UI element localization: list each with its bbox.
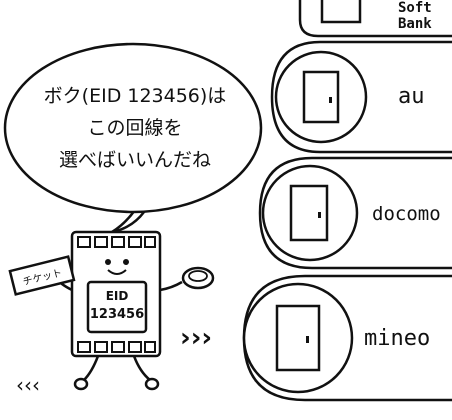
right-leg bbox=[132, 355, 151, 381]
left-eye bbox=[105, 259, 111, 265]
left-foot bbox=[73, 377, 89, 391]
sim-pins-bottom bbox=[77, 341, 156, 353]
carrier-panel-softbank[interactable]: Soft Bank bbox=[298, 0, 452, 38]
carrier-panel-mineo[interactable]: mineo bbox=[242, 274, 452, 402]
bubble-line-1: ボク(EID 123456)は bbox=[44, 85, 227, 107]
eid-label-box bbox=[86, 280, 148, 334]
eid-number: 123456 bbox=[90, 307, 144, 322]
bubble-line-2: この回線を bbox=[87, 117, 182, 139]
right-eye bbox=[123, 259, 129, 265]
speech-bubble: ボク(EID 123456)は この回線を 選べばいいんだね bbox=[3, 42, 263, 234]
coin-icon bbox=[181, 266, 215, 290]
door-icon bbox=[302, 70, 340, 124]
carrier-panel-docomo[interactable]: docomo bbox=[258, 156, 452, 270]
sim-pins-top bbox=[77, 236, 156, 248]
door-icon bbox=[320, 0, 362, 24]
carrier-panel-au[interactable]: au bbox=[270, 40, 452, 154]
ticket-icon: チケット bbox=[8, 255, 76, 296]
left-leg bbox=[83, 355, 100, 381]
sim-character: EID 123456 チケット bbox=[8, 230, 215, 391]
footstep-marks: ‹‹‹ bbox=[16, 373, 40, 397]
carrier-name-softbank-line1: Soft bbox=[398, 0, 432, 16]
carrier-name-softbank-line2: Bank bbox=[398, 16, 432, 32]
right-arm bbox=[159, 280, 183, 292]
movement-arrows: ››› bbox=[180, 323, 212, 353]
carrier-name-docomo: docomo bbox=[372, 203, 441, 225]
smile bbox=[107, 269, 127, 275]
door-icon bbox=[289, 184, 329, 242]
carrier-name-au: au bbox=[398, 84, 425, 109]
carrier-name-mineo: mineo bbox=[364, 326, 430, 351]
eid-label: EID bbox=[106, 289, 129, 303]
right-foot bbox=[144, 377, 160, 391]
bubble-line-3: 選べばいいんだね bbox=[59, 149, 211, 171]
door-icon bbox=[275, 304, 321, 372]
